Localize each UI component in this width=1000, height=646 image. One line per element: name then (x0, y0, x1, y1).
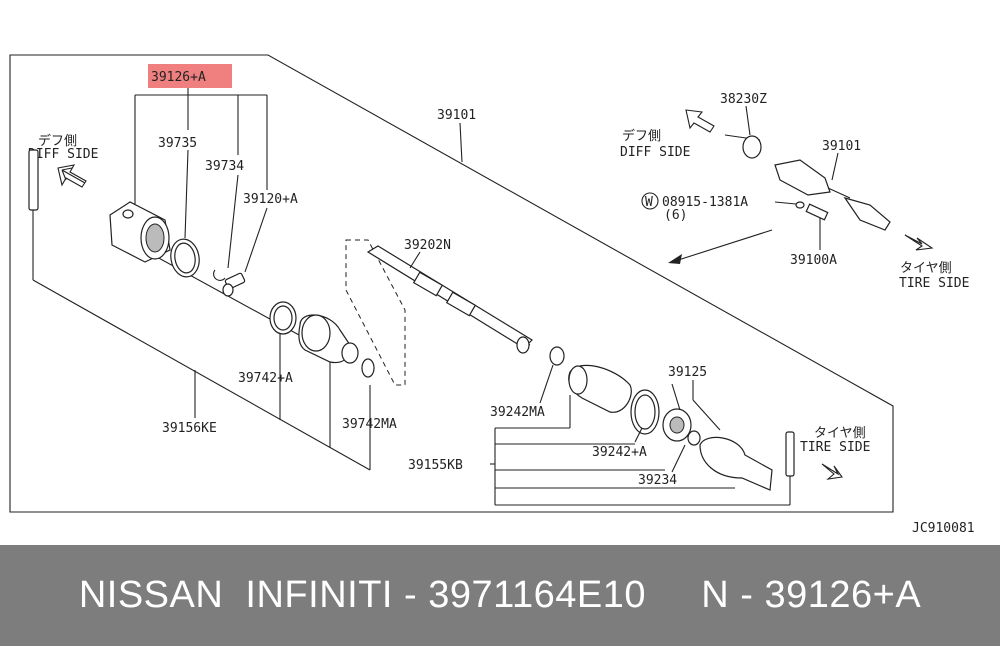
leader-39126a (134, 88, 268, 273)
label-39126a[interactable]: 39126+A (151, 70, 206, 85)
label-39155kb[interactable]: 39155KB (408, 458, 463, 473)
assembly-lines (32, 244, 371, 471)
label-39202n[interactable]: 39202N (404, 238, 451, 253)
label-08915[interactable]: 08915-1381A (662, 195, 748, 210)
label-39742a[interactable]: 39742+A (238, 371, 293, 386)
inset-diff-side-jp-label: デフ側 (622, 128, 661, 144)
w-circle-icon (641, 192, 659, 210)
inset-w-circle-label[interactable]: W (645, 195, 653, 210)
label-08915-qty[interactable]: (6) (664, 208, 687, 223)
diff-side-label: DIFF SIDE (28, 147, 98, 162)
label-39242a[interactable]: 39242+A (592, 445, 647, 460)
inset-pointer-arrow (671, 229, 773, 263)
inset-driveshaft (774, 159, 891, 231)
footer-bar: NISSAN INFINITI - 3971164E10 N - 39126+A (0, 545, 1000, 646)
label-38230z[interactable]: 38230Z (720, 92, 767, 107)
inset-shaft-38230z (724, 134, 762, 159)
leader-39125 (671, 380, 721, 431)
tire-side-jp-label: タイヤ側 (814, 426, 866, 441)
diff-arrow-icon (61, 167, 86, 184)
tire-side-label: TIRE SIDE (800, 440, 870, 455)
label-39242ma[interactable]: 39242MA (490, 405, 545, 420)
inset-bolt-39100a (805, 203, 829, 221)
tire-arrow-icon (821, 463, 843, 480)
inset-tire-side-jp-label: タイヤ側 (900, 261, 952, 276)
inset-tire-side-label: TIRE SIDE (899, 276, 969, 291)
label-39100a[interactable]: 39100A (790, 253, 837, 268)
shaft-39202n (366, 245, 533, 354)
housing-39126a (109, 201, 171, 263)
label-39156ke[interactable]: 39156KE (162, 421, 217, 436)
diagram-code: JC910081 (912, 521, 975, 536)
boot-band-39742ma (361, 358, 375, 378)
label-39101-inset[interactable]: 39101 (822, 139, 861, 154)
parts-diagram: 39126+A 39735 39734 39120+A デフ側 DIFF SID… (9, 54, 975, 536)
stud-pin (28, 149, 39, 211)
diff-arrow-outline-icon (57, 164, 87, 188)
joint-39125 (662, 408, 773, 491)
label-39234[interactable]: 39234 (638, 473, 677, 488)
bolt-39120a (222, 272, 246, 297)
inset-diff-arrow-icon (685, 109, 715, 133)
label-39125[interactable]: 39125 (668, 365, 707, 380)
snap-ring-39734 (213, 269, 226, 281)
inset-washer (795, 201, 805, 209)
highlight-box (148, 64, 232, 88)
label-39735[interactable]: 39735 (158, 136, 197, 151)
label-39734[interactable]: 39734 (205, 159, 244, 174)
inset-tire-arrow-icon (904, 234, 934, 251)
diff-side-jp-label: デフ側 (38, 133, 77, 149)
tire-stud-pin (785, 431, 795, 477)
diagram-frame (9, 54, 894, 513)
label-39101[interactable]: 39101 (437, 108, 476, 123)
boot-tire-side (549, 346, 660, 435)
label-39742ma[interactable]: 39742MA (342, 417, 397, 432)
leader-39155kb (490, 395, 791, 506)
label-39120a[interactable]: 39120+A (243, 192, 298, 207)
shaft-dashed-box (345, 239, 406, 386)
footer-part-caption: NISSAN INFINITI - 3971164E10 N - 39126+A (78, 574, 922, 616)
boot-diff-side (298, 314, 359, 364)
inset-diff-side-label: DIFF SIDE (620, 145, 690, 160)
